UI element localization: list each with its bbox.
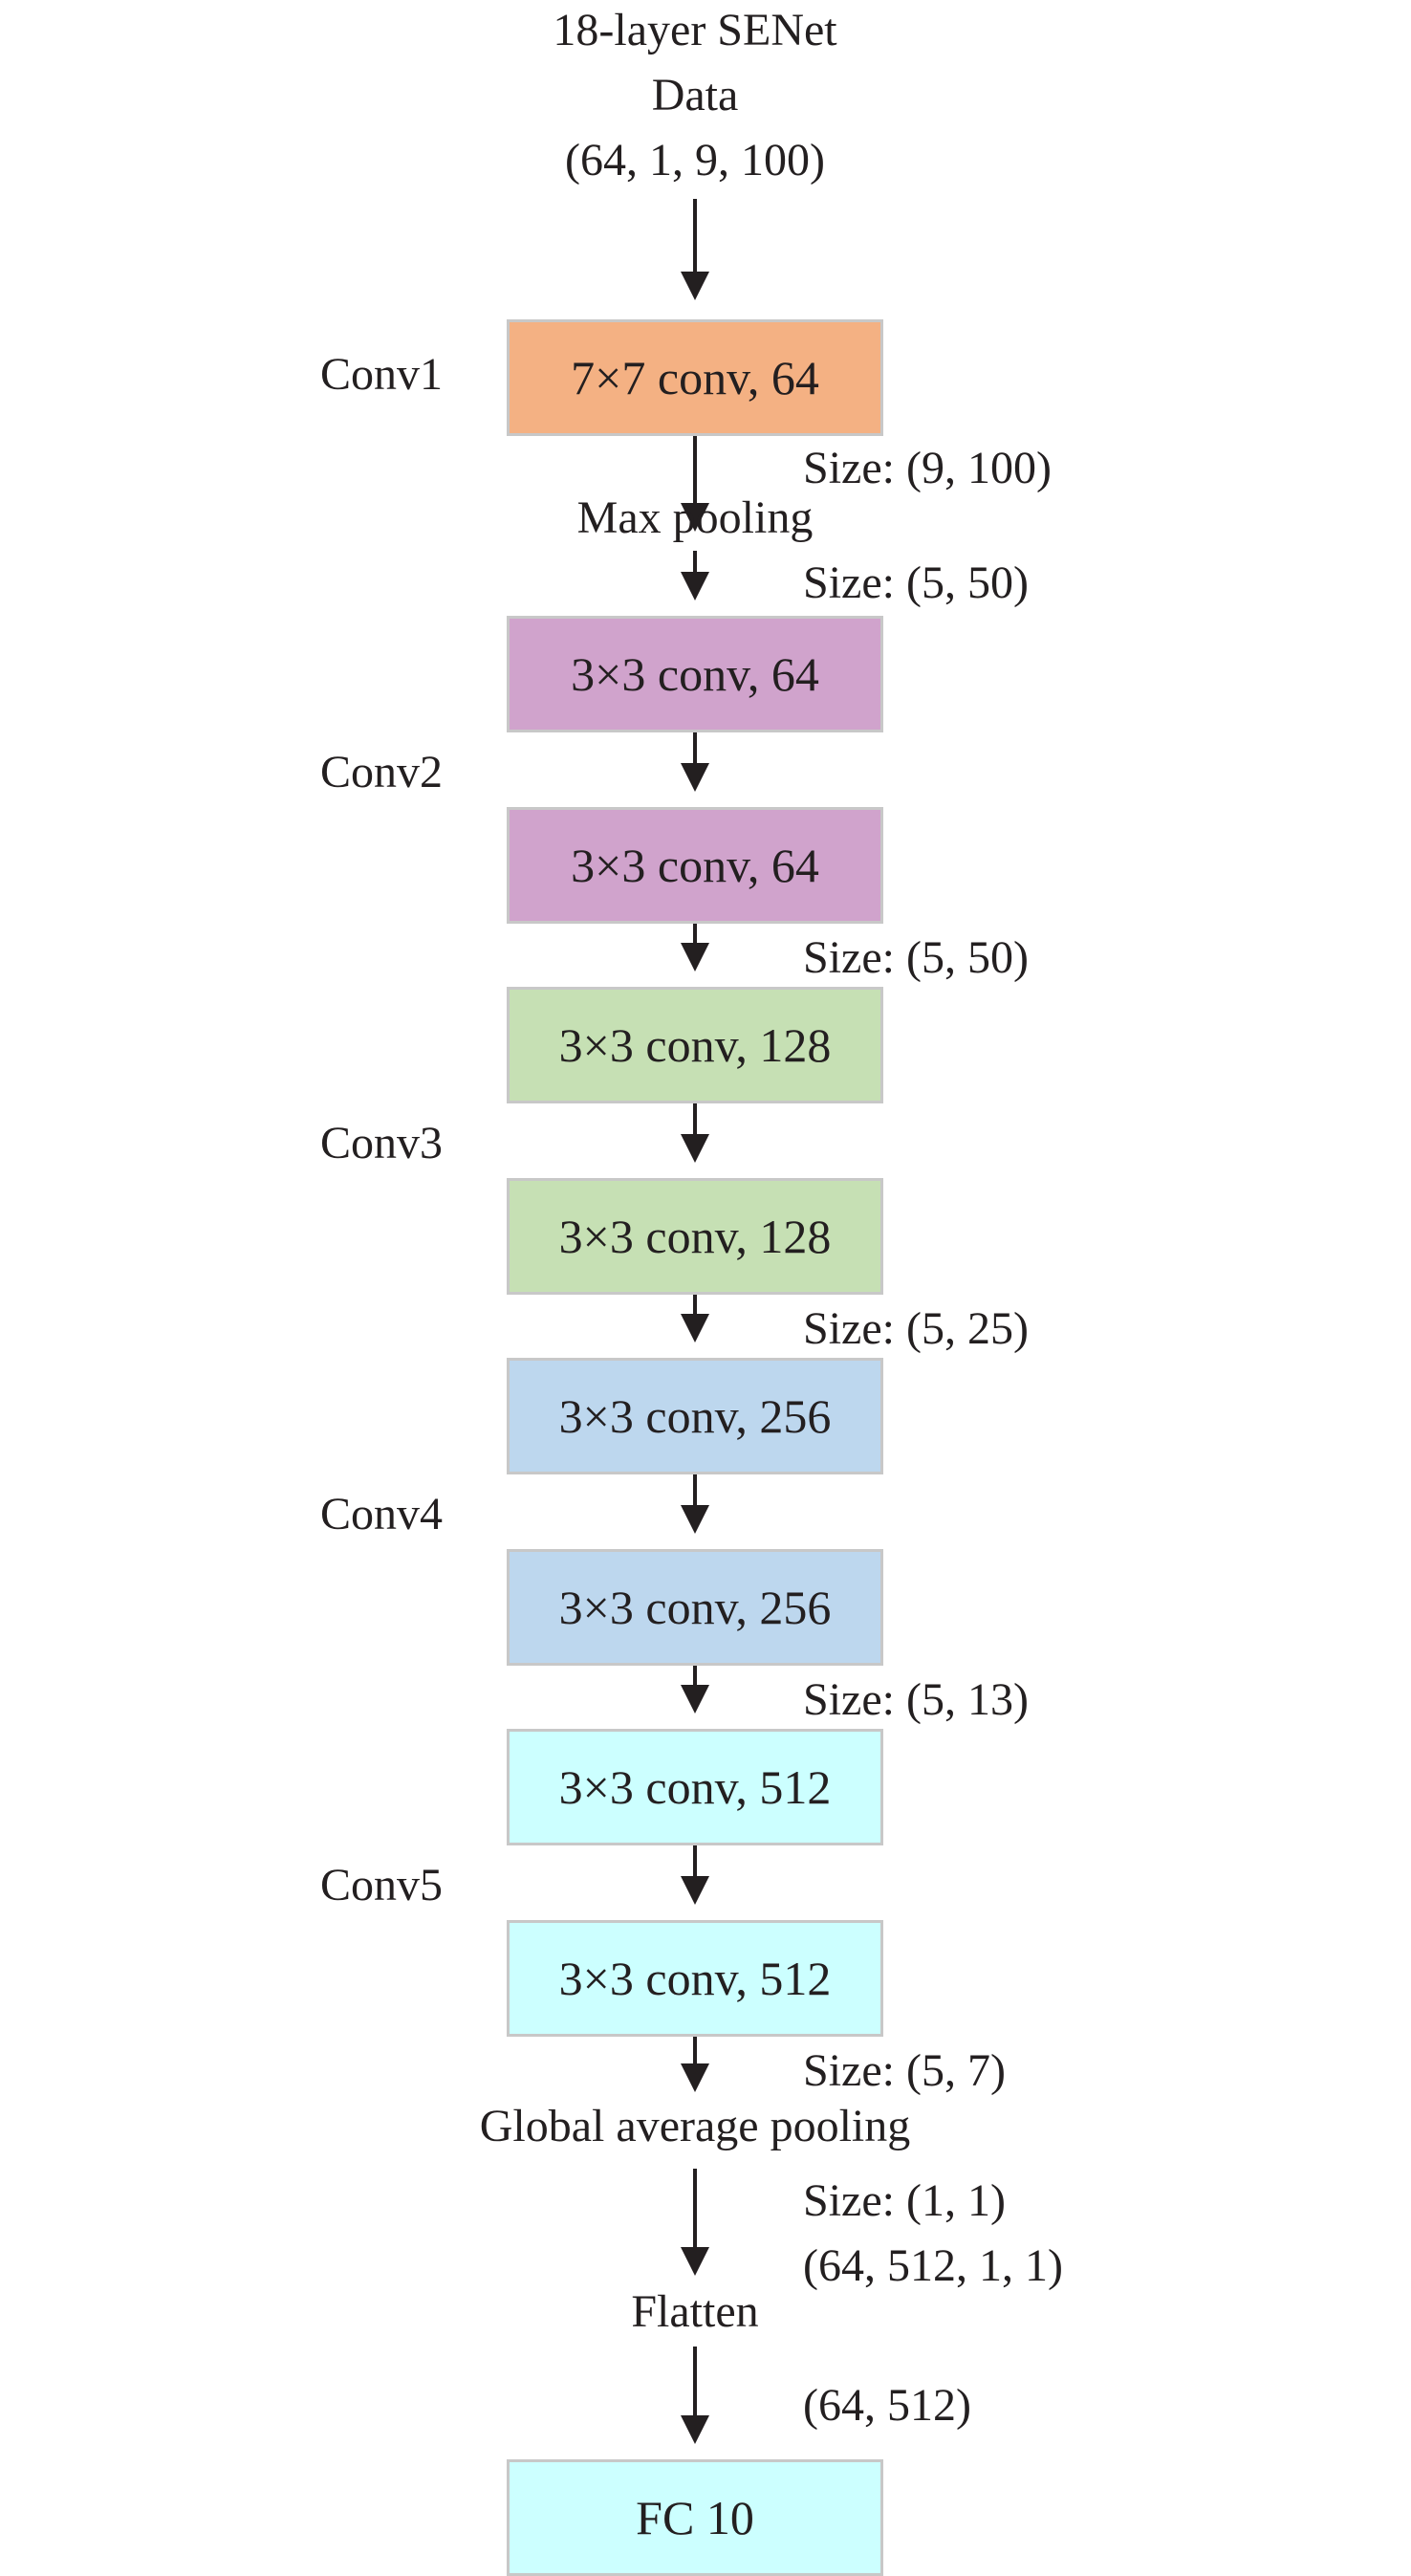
arrow-head (681, 1505, 709, 1534)
size-annotation: Size: (1, 1) (803, 2175, 1006, 2226)
size-annotation: Size: (5, 25) (803, 1303, 1029, 1354)
arrow-head (681, 1876, 709, 1905)
block-conv5-a: 3×3 conv, 512 (507, 1729, 883, 1845)
diagram-title: 18-layer SENet (553, 5, 837, 55)
stage-label-conv1: Conv1 (320, 349, 444, 400)
arrow-head (681, 2063, 709, 2092)
tensor-shape-annotation: (64, 512, 1, 1) (803, 2240, 1063, 2291)
size-annotation: Size: (9, 100) (803, 443, 1052, 493)
arrow-head (681, 572, 709, 600)
arrow-head (681, 272, 709, 300)
input-label: Data (651, 70, 739, 120)
arrow-head (681, 1134, 709, 1163)
size-annotation: Size: (5, 13) (803, 1674, 1029, 1725)
stage-label-conv2: Conv2 (320, 747, 444, 797)
arrow-head (681, 1685, 709, 1714)
op-flatten: Flatten (631, 2286, 759, 2337)
block-conv1: 7×7 conv, 64 (507, 319, 883, 436)
size-annotation: Size: (5, 50) (803, 932, 1029, 983)
arrow-head (681, 2247, 709, 2276)
arrow-head (681, 2415, 709, 2444)
arrow-head (681, 1314, 709, 1343)
block-fc: FC 10 (507, 2459, 883, 2576)
block-conv3-b: 3×3 conv, 128 (507, 1178, 883, 1295)
block-conv3-a: 3×3 conv, 128 (507, 987, 883, 1103)
block-conv5-b: 3×3 conv, 512 (507, 1920, 883, 2037)
input-shape: (64, 1, 9, 100) (565, 135, 825, 186)
op-global-average-pooling: Global average pooling (479, 2101, 911, 2151)
arrow-head (681, 943, 709, 971)
block-conv2-a: 3×3 conv, 64 (507, 616, 883, 732)
arrow-head (681, 763, 709, 792)
op-max-pooling: Max pooling (576, 492, 814, 543)
stage-label-conv5: Conv5 (320, 1860, 444, 1910)
tensor-shape-annotation: (64, 512) (803, 2380, 971, 2431)
arrow-head (681, 503, 709, 532)
block-conv4-a: 3×3 conv, 256 (507, 1358, 883, 1474)
block-conv4-b: 3×3 conv, 256 (507, 1549, 883, 1666)
size-annotation: Size: (5, 7) (803, 2045, 1006, 2096)
block-conv2-b: 3×3 conv, 64 (507, 807, 883, 924)
stage-label-conv3: Conv3 (320, 1118, 444, 1168)
size-annotation: Size: (5, 50) (803, 557, 1029, 608)
stage-label-conv4: Conv4 (320, 1489, 444, 1539)
